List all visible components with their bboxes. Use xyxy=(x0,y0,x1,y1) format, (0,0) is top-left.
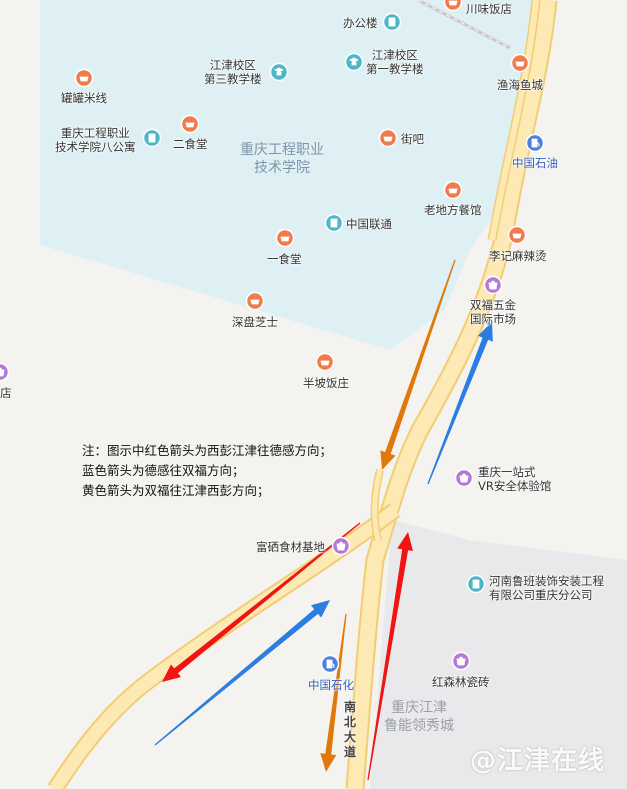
blue-arrow-1 xyxy=(154,600,330,746)
restaurant-icon[interactable] xyxy=(378,128,398,148)
restaurant-icon[interactable] xyxy=(180,114,200,134)
poi-label-bangonglou[interactable]: 办公楼 xyxy=(343,16,378,30)
district-label: 重庆江津 鲁能领秀城 xyxy=(384,699,454,735)
direction-arrows xyxy=(154,259,493,781)
poi-label-zhongguoliantong[interactable]: 中国联通 xyxy=(346,217,392,231)
poi-label-shenpan[interactable]: 深盘芝士 xyxy=(232,315,278,329)
restaurant-icon[interactable] xyxy=(245,291,265,311)
restaurant-icon[interactable] xyxy=(315,352,335,372)
main-road xyxy=(345,0,558,789)
poi-label-jiangjin-3[interactable]: 江津校区 第三教学楼 xyxy=(204,58,262,86)
poi-label-banpo[interactable]: 半坡饭庄 xyxy=(303,376,349,390)
poi-label-zhongguoshiyou[interactable]: 中国石油 xyxy=(512,156,558,170)
poi-label-laodifang[interactable]: 老地方餐馆 xyxy=(424,203,482,217)
restaurant-icon[interactable] xyxy=(443,0,463,12)
district-line1: 重庆江津 xyxy=(391,700,447,716)
road-char: 道 xyxy=(343,745,356,759)
poi-label-shuangfu[interactable]: 双福五金 国际市场 xyxy=(470,298,516,326)
poi-label-yuhai[interactable]: 渔海鱼城 xyxy=(497,78,543,92)
district-area xyxy=(370,520,627,789)
poi-label-henan[interactable]: 河南鲁班装饰安装工程 有限公司重庆分公司 xyxy=(489,574,604,602)
restaurant-icon[interactable] xyxy=(443,180,463,200)
blue-arrow-2 xyxy=(427,322,493,485)
telecom-icon[interactable] xyxy=(324,213,344,233)
shopping-icon[interactable] xyxy=(451,651,471,671)
poi-label-bagongyu[interactable]: 重庆工程职业 技术学院八公寓 xyxy=(55,126,136,154)
poi-label-liji[interactable]: 李记麻辣烫 xyxy=(489,249,547,263)
campus-name-line1: 重庆工程职业 xyxy=(240,142,324,158)
restaurant-icon[interactable] xyxy=(275,228,295,248)
watermark: @江津在线 xyxy=(469,746,605,776)
restaurant-icon[interactable] xyxy=(507,225,527,245)
road-label: 南 北 大 道 xyxy=(343,700,357,760)
road-char: 南 xyxy=(343,700,356,714)
restaurant-icon[interactable] xyxy=(74,68,94,88)
poi-label-guanguan[interactable]: 罐罐米线 xyxy=(61,91,107,105)
building-icon[interactable] xyxy=(466,574,486,594)
poi-label-fuxi[interactable]: 富硒食材基地 xyxy=(256,540,325,554)
red-arrow-1 xyxy=(162,522,361,682)
poi-label-jiangjin-1[interactable]: 江津校区 第一教学楼 xyxy=(366,48,424,76)
note-line-2: 蓝色箭头为德感往双福方向； xyxy=(82,463,245,478)
note-line-1: 注：图示中红色箭头为西彭江津往德感方向； xyxy=(82,443,333,458)
campus-label: 重庆工程职业 技术学院 xyxy=(240,141,324,177)
district-line2: 鲁能领秀城 xyxy=(384,718,454,734)
shopping-icon[interactable] xyxy=(0,362,10,382)
road-char: 北 xyxy=(343,715,356,729)
campus-name-line2: 技术学院 xyxy=(254,160,310,176)
poi-label-vr[interactable]: 重庆一站式 VR安全体验馆 xyxy=(478,465,552,493)
orange-arrow-2 xyxy=(320,613,347,772)
shopping-icon[interactable] xyxy=(483,275,503,295)
red-arrow-2 xyxy=(367,532,413,781)
gas-station-icon[interactable] xyxy=(320,654,340,674)
note-line-3: 黄色箭头为双福往江津西彭方向； xyxy=(82,483,270,498)
shopping-icon[interactable] xyxy=(331,536,351,556)
campus-area xyxy=(40,0,540,350)
shopping-icon[interactable] xyxy=(454,468,474,488)
gas-station-icon[interactable] xyxy=(525,133,545,153)
poi-label-yishitang[interactable]: 一食堂 xyxy=(267,252,302,266)
office-icon[interactable] xyxy=(382,12,402,32)
poi-label-zhongguoshihua[interactable]: 中国石化 xyxy=(308,678,354,692)
restaurant-icon[interactable] xyxy=(510,53,530,73)
building-icon[interactable] xyxy=(142,128,162,148)
poi-label-chuanwei[interactable]: 川味饭店 xyxy=(466,2,512,16)
poi-label-left-edge[interactable]: 店 xyxy=(0,386,12,400)
legend-note: 注：图示中红色箭头为西彭江津往德感方向； 蓝色箭头为德感往双福方向； 黄色箭头为… xyxy=(82,441,332,501)
poi-icons xyxy=(0,0,545,674)
poi-label-ershitang[interactable]: 二食堂 xyxy=(173,137,208,151)
poi-label-hongsenlin[interactable]: 红森林瓷砖 xyxy=(432,675,490,689)
road-char: 大 xyxy=(343,730,356,744)
orange-arrow-1 xyxy=(380,259,456,470)
poi-label-jieba[interactable]: 街吧 xyxy=(401,132,424,146)
school-icon[interactable] xyxy=(269,62,289,82)
school-icon[interactable] xyxy=(344,52,364,72)
